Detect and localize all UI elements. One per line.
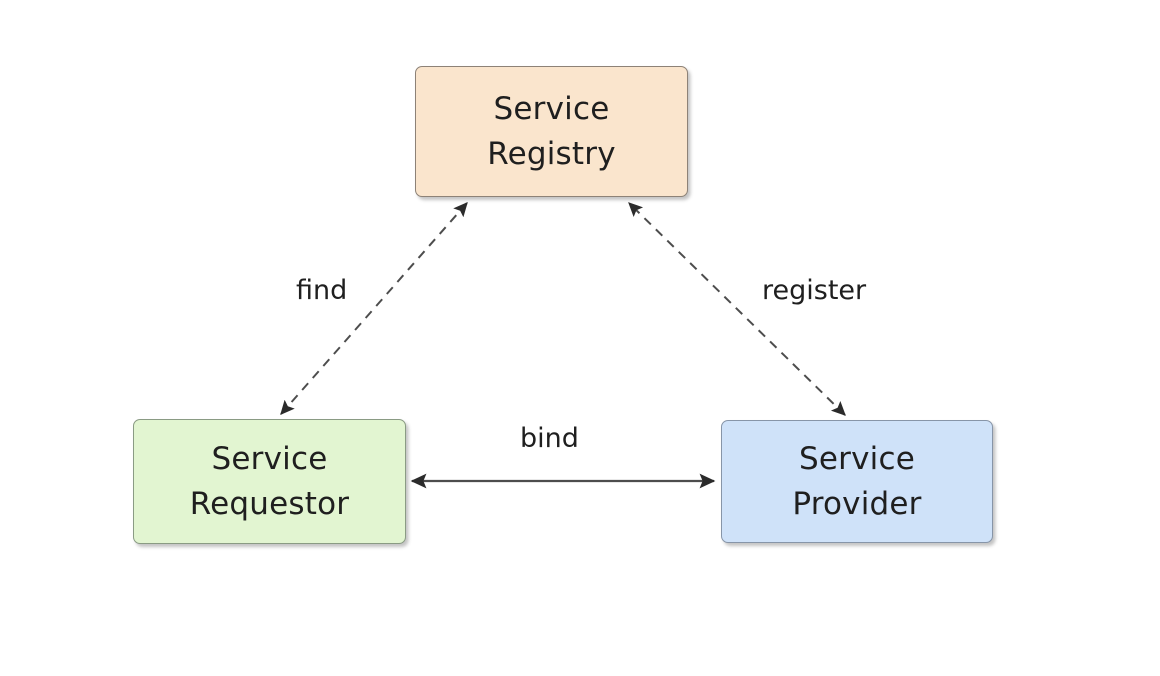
node-service-provider[interactable]: Service Provider [721, 420, 993, 543]
node-service-requestor[interactable]: Service Requestor [133, 419, 406, 544]
edge-label-bind: bind [513, 422, 586, 455]
edge-find [280, 202, 468, 415]
node-service-registry[interactable]: Service Registry [415, 66, 688, 197]
node-service-provider-label: Service Provider [792, 441, 922, 522]
edge-register [628, 202, 846, 416]
edge-label-find: find [289, 274, 355, 307]
node-service-requestor-label: Service Requestor [189, 441, 350, 522]
node-service-registry-label: Service Registry [487, 91, 616, 172]
edge-label-register: register [755, 274, 874, 307]
